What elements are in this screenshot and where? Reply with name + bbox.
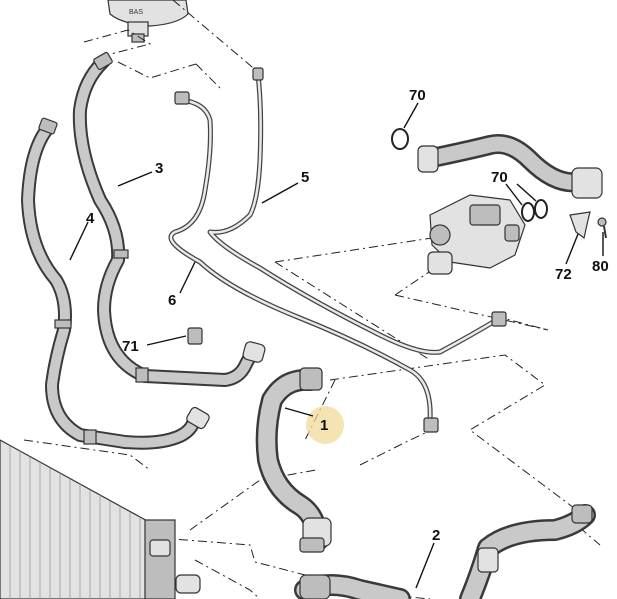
clip-71 [187,327,203,345]
pipe-5 [207,67,507,355]
part-1-highlight [306,406,344,444]
bracket-72 [569,211,591,240]
label-3: 3 [155,160,163,177]
label-72: 72 [555,266,572,283]
pipe-6 [168,91,439,433]
hose-3 [72,51,266,387]
radiator [0,439,201,599]
callout-labels: 70 70 3 4 5 6 71 72 80 1 2 [86,87,609,544]
reservoir-marking: BAS [129,9,143,16]
label-80: 80 [592,258,609,275]
expansion-tank: BAS [107,0,189,43]
label-71: 71 [122,338,139,355]
label-2: 2 [432,527,440,544]
label-5: 5 [301,169,309,186]
label-70-right: 70 [491,169,508,186]
bolt-80 [597,217,607,239]
label-70-top: 70 [409,87,426,104]
leader-lines [69,102,604,589]
hose-2 [294,504,596,599]
label-1: 1 [320,417,328,434]
seals-70 [391,128,548,222]
hose-1 [255,367,332,553]
label-4: 4 [86,210,95,227]
outlet-pipe [417,134,603,199]
hose-4 [21,117,210,450]
label-6: 6 [168,292,176,309]
thermostat-housing [427,194,526,275]
